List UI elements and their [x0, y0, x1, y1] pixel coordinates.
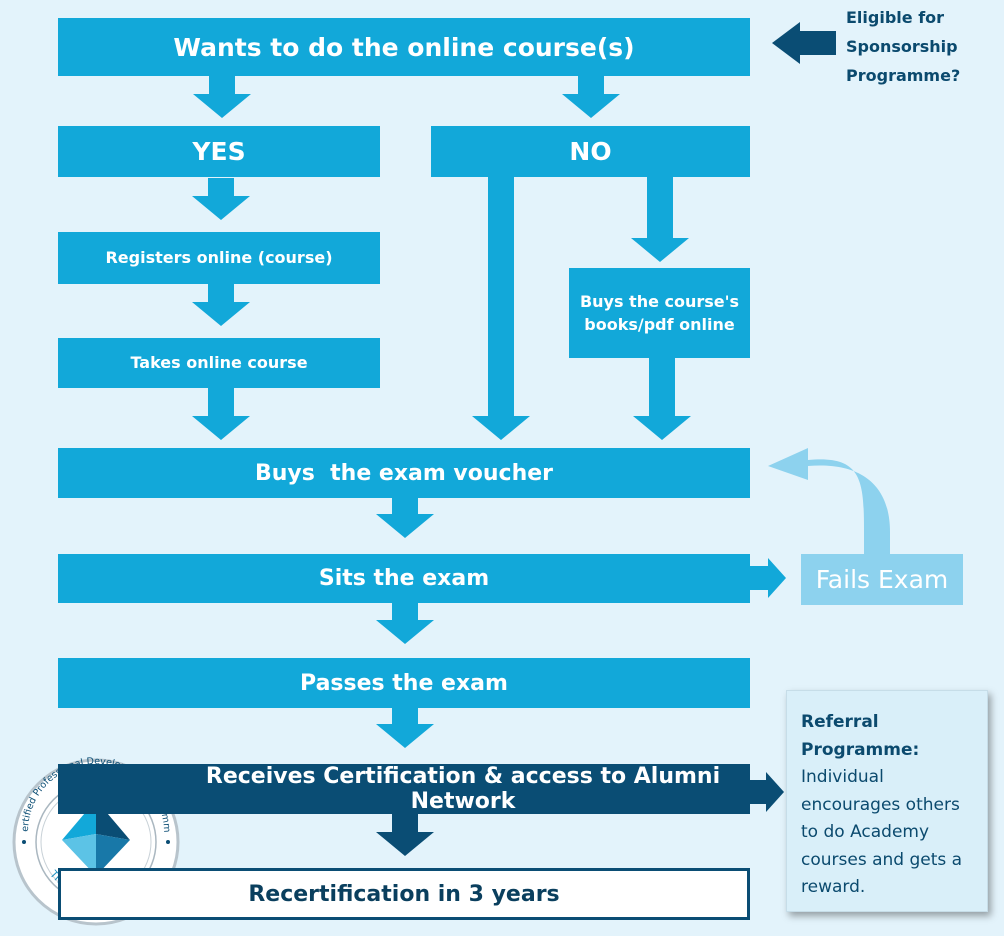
referral-note: Referral Programme: Individual encourage…	[786, 690, 988, 912]
fails-exam-label: Fails Exam	[815, 565, 949, 594]
down-arrow-icon	[192, 388, 250, 440]
right-arrow-icon	[748, 772, 784, 812]
registers-online-box: Registers online (course)	[58, 232, 380, 284]
sits-exam-label: Sits the exam	[318, 566, 490, 591]
right-arrow-icon	[750, 558, 786, 598]
takes-course-label: Takes online course	[130, 353, 308, 373]
no-box: NO	[431, 126, 750, 177]
yes-box: YES	[58, 126, 380, 177]
sponsorship-line2: Sponsorship	[846, 36, 958, 56]
recertification-box: Recertification in 3 years	[58, 868, 750, 920]
down-arrow-icon	[472, 176, 530, 440]
buys-books-box: Buys the course's books/pdf online	[569, 268, 750, 358]
down-arrow-icon	[192, 178, 250, 220]
down-arrow-icon	[192, 284, 250, 326]
sponsorship-line1: Eligible for	[846, 8, 945, 27]
yes-label: YES	[192, 137, 246, 166]
down-arrow-icon	[376, 706, 434, 748]
down-arrow-icon	[631, 176, 689, 262]
passes-exam-box: Passes the exam	[58, 658, 750, 708]
down-arrow-icon	[376, 603, 434, 644]
wants-course-box: Wants to do the online course(s)	[58, 18, 750, 76]
referral-body: Individual encourages others to do Acade…	[801, 767, 963, 898]
down-arrow-icon	[562, 75, 620, 118]
takes-course-box: Takes online course	[58, 338, 380, 388]
down-arrow-icon	[193, 75, 251, 118]
sponsorship-question: Eligible for Sponsorship Programme?	[846, 4, 960, 90]
buys-books-line1: Buys the course's	[579, 291, 740, 311]
certification-box: Receives Certification & access to Alumn…	[58, 764, 750, 814]
down-arrow-icon	[376, 496, 434, 538]
exam-voucher-box: Buys the exam voucher	[58, 448, 750, 498]
down-arrow-icon	[376, 812, 434, 856]
no-label: NO	[569, 137, 612, 166]
buys-books-line2: books/pdf online	[584, 315, 735, 334]
exam-voucher-label: Buys the exam voucher	[254, 460, 554, 486]
referral-title: Referral Programme:	[801, 712, 920, 760]
fails-exam-box: Fails Exam	[801, 554, 963, 605]
passes-exam-label: Passes the exam	[300, 670, 508, 696]
sponsorship-line3: Programme?	[846, 65, 961, 85]
certification-label: Receives Certification & access to Alumn…	[205, 764, 721, 814]
down-arrow-icon	[633, 358, 691, 440]
registers-online-label: Registers online (course)	[105, 248, 333, 268]
wants-course-label: Wants to do the online course(s)	[173, 32, 635, 62]
left-arrow-icon	[772, 22, 836, 64]
retry-arrow-icon	[768, 448, 890, 562]
sits-exam-box: Sits the exam	[58, 554, 750, 603]
recertification-label: Recertification in 3 years	[248, 881, 560, 907]
